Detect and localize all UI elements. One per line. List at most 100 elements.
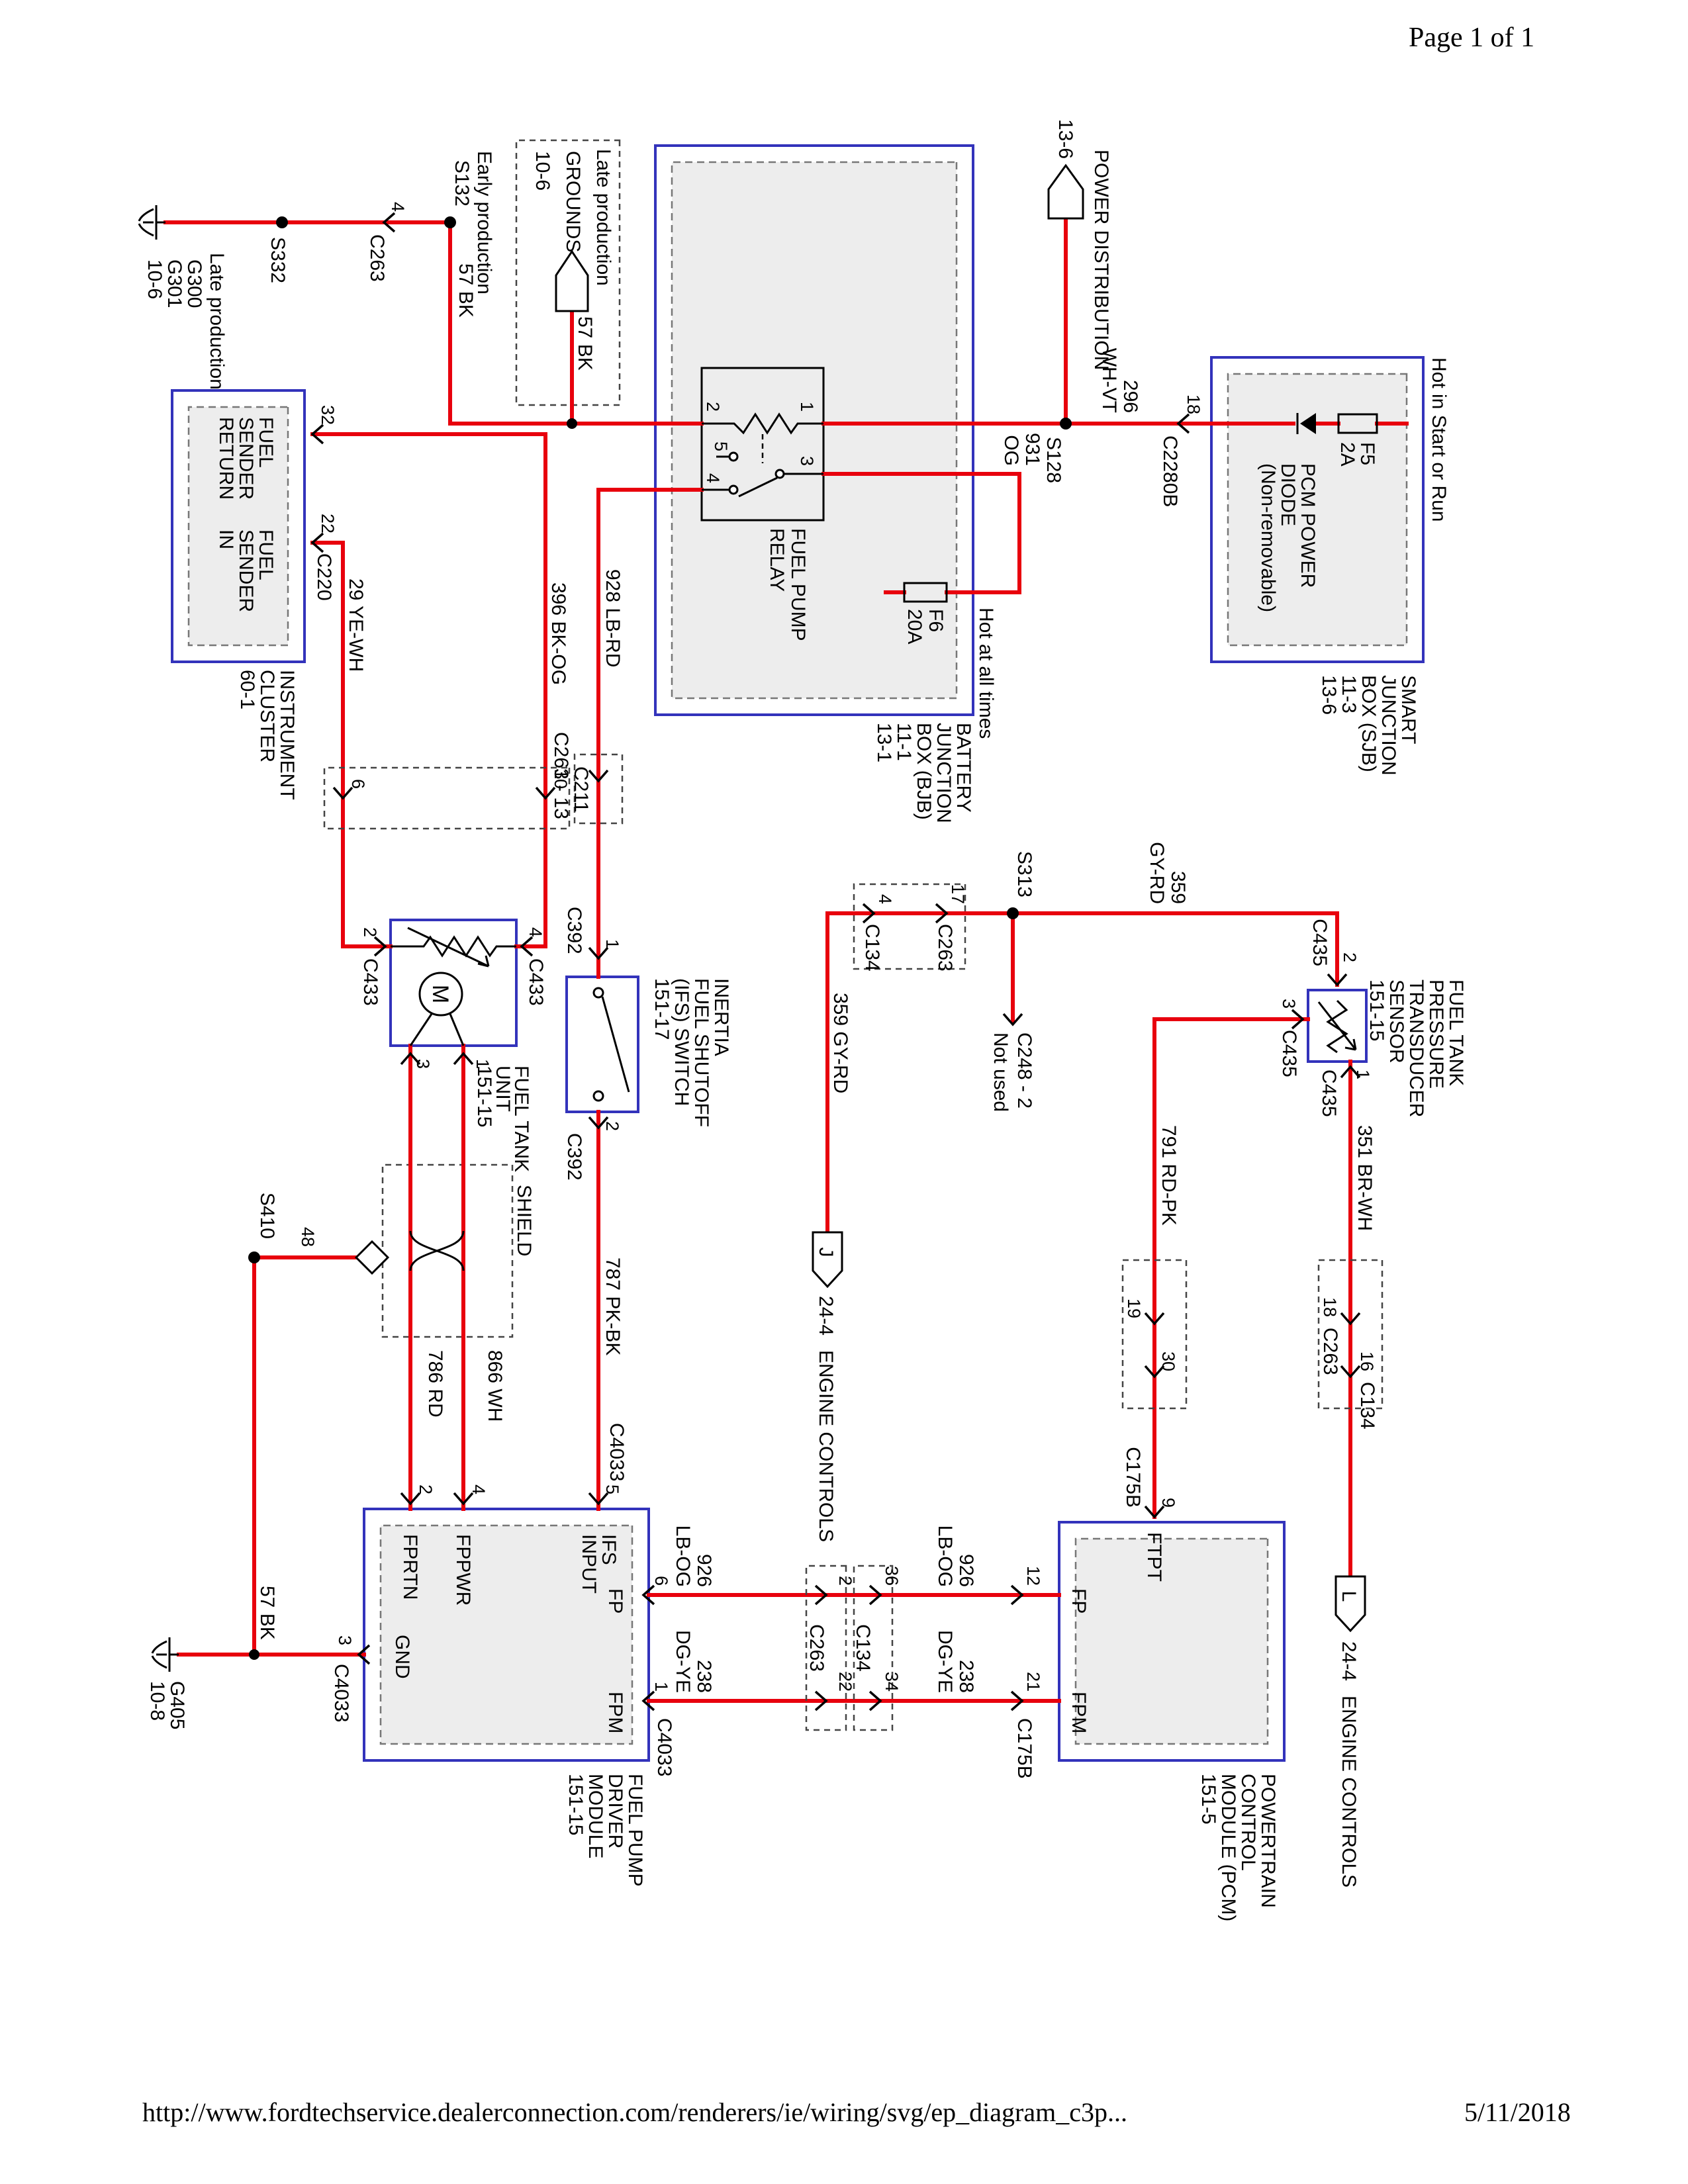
label-c435-1: C435 xyxy=(1318,1069,1340,1117)
label-engine-controls-j: ENGINE CONTROLS xyxy=(815,1350,837,1542)
label-pd-ref: 13-6 xyxy=(1055,119,1076,159)
footer-url[interactable]: http://www.fordtechservice.dealerconnect… xyxy=(142,2097,1127,2127)
connector-ticks xyxy=(310,212,1361,1711)
label-928: 928 LB-RD xyxy=(602,569,624,667)
label-c134-16: C134 xyxy=(1356,1382,1378,1430)
label-ftu-1: FUEL TANK xyxy=(510,1066,532,1172)
label-787: 787 PK-BK xyxy=(602,1257,624,1355)
c211-6-tick-icon xyxy=(332,786,353,800)
c392-1-tick-icon xyxy=(588,946,609,960)
pin-1-c4033: 1 xyxy=(651,1682,671,1692)
label-bjb-5: 13-1 xyxy=(873,723,895,762)
pin-1-ftu: 1 xyxy=(473,1059,492,1069)
c263-c134-dashed-box-c xyxy=(1121,1259,1188,1410)
label-24-4-j: 24-4 xyxy=(815,1296,837,1336)
grounds-arrow-icon xyxy=(555,250,589,312)
ftu-motor-leads xyxy=(409,1013,465,1046)
ftu-sender-resistor-icon xyxy=(391,935,516,958)
label-pcm-2: CONTROL xyxy=(1237,1774,1259,1871)
label-ground1-1: Late production xyxy=(206,253,228,390)
label-cluster-2: CLUSTER xyxy=(256,670,278,762)
label-sjb-3: BOX (SJB) xyxy=(1358,675,1380,772)
label-791: 791 RD-PK xyxy=(1158,1125,1180,1226)
fpdm-inner-box xyxy=(379,1524,633,1745)
c263-2-tick-icon xyxy=(814,1584,828,1606)
c263-18-tick-icon xyxy=(1340,1312,1361,1326)
label-c211: C211 xyxy=(570,766,592,813)
pin-1-c435: 1 xyxy=(1353,1069,1373,1079)
label-bjb-1: BATTERY xyxy=(953,723,974,813)
label-sensor-4: SENSOR xyxy=(1385,979,1407,1064)
label-c2280b: C2280B xyxy=(1159,435,1181,507)
label-pcm-3: MODULE (PCM) xyxy=(1217,1774,1239,1921)
relay-pin-5: 5 xyxy=(711,441,731,451)
label-238-a: 238 xyxy=(693,1660,715,1693)
bjb-inner-box xyxy=(671,161,958,700)
label-wh-vt: WH-VT xyxy=(1098,348,1120,413)
label-ifs-1: INERTIA xyxy=(710,978,732,1056)
c4033-1-tick-icon xyxy=(641,1690,655,1711)
fuse-f6-icon xyxy=(903,582,948,603)
label-cluster-1: INSTRUMENT xyxy=(276,670,298,800)
label-c435-2: C435 xyxy=(1309,919,1331,966)
label-ifs-input-2: INPUT xyxy=(578,1534,600,1594)
pin-4-c134: 4 xyxy=(875,894,895,904)
label-engine-controls-l: ENGINE CONTROLS xyxy=(1338,1696,1360,1888)
pin-3-c4033: 3 xyxy=(335,1635,355,1645)
pin-16: 16 xyxy=(1357,1351,1377,1371)
c134-4-tick-icon xyxy=(862,903,876,924)
footer-date: 5/11/2018 xyxy=(1464,2097,1571,2127)
label-f6-amp: 20A xyxy=(904,609,925,644)
label-fprtn: FPRTN xyxy=(399,1534,421,1600)
label-c263-18: C263 xyxy=(1319,1328,1341,1375)
c435-3-tick-icon xyxy=(1291,1009,1305,1030)
label-relay-2: RELAY xyxy=(766,528,788,592)
label-g405: G405 xyxy=(166,1681,188,1729)
label-gyrd: GY-RD xyxy=(1146,842,1168,904)
relay-contact-a-icon xyxy=(774,469,785,479)
c4033-4-tick-icon xyxy=(453,1492,474,1506)
relay-pin-1: 1 xyxy=(797,402,817,412)
c263-c134-dashed-box-a xyxy=(853,883,966,970)
label-fsi-3: IN xyxy=(215,529,237,549)
pin-18: 18 xyxy=(1184,394,1203,414)
label-diode: DIODE xyxy=(1277,463,1299,526)
label-c4033-5: C4033 xyxy=(606,1423,628,1481)
label-c175b-a: C175B xyxy=(1013,1718,1035,1779)
label-296: 296 xyxy=(1119,380,1141,413)
label-s132: S132 xyxy=(451,160,473,206)
label-c220: C220 xyxy=(313,553,335,601)
label-c433-2: C433 xyxy=(359,958,381,1006)
pin-19: 19 xyxy=(1124,1298,1144,1318)
label-bjb-3: BOX (BJB) xyxy=(913,723,935,820)
rotated-diagram: Hot in Start or Run F5 2A PCM POWER DIOD… xyxy=(138,119,1467,1921)
label-f5: F5 xyxy=(1356,442,1378,465)
c175b-9-tick-icon xyxy=(1144,1505,1165,1519)
wire-791-rd-pk xyxy=(1152,1017,1310,1519)
label-c4033-gnd: C4033 xyxy=(330,1664,352,1722)
pin-6-c211: 6 xyxy=(348,779,368,789)
pin-30: 30 xyxy=(1158,1351,1178,1371)
fuel-pump-relay-box xyxy=(700,367,825,522)
ifs-contact-a-icon xyxy=(592,987,604,999)
ground-g300-icon xyxy=(138,204,167,241)
c175b-12-tick-icon xyxy=(1010,1584,1024,1606)
label-29: 29 YE-WH xyxy=(345,578,367,672)
pin-2-ftu: 2 xyxy=(360,927,380,937)
pin-9: 9 xyxy=(1158,1498,1178,1508)
pin-5-c4033: 5 xyxy=(602,1484,622,1494)
label-c433-4: C433 xyxy=(525,958,547,1006)
pin-6-c4033: 6 xyxy=(651,1576,671,1586)
label-f6: F6 xyxy=(925,609,947,632)
label-sjb-1: SMART xyxy=(1397,675,1419,744)
splice-s132-dot xyxy=(444,216,456,228)
pin-4-c263: 4 xyxy=(388,202,408,212)
c4033-6-tick-icon xyxy=(641,1584,655,1606)
cluster-inner-box xyxy=(187,406,289,647)
label-57bk-s132: 57 BK xyxy=(455,263,477,318)
relay-pin-2: 2 xyxy=(703,402,723,412)
pin-21: 21 xyxy=(1023,1672,1043,1692)
twisted-pair-icon xyxy=(409,1230,465,1271)
labels: Hot in Start or Run F5 2A PCM POWER DIOD… xyxy=(144,119,1467,1921)
